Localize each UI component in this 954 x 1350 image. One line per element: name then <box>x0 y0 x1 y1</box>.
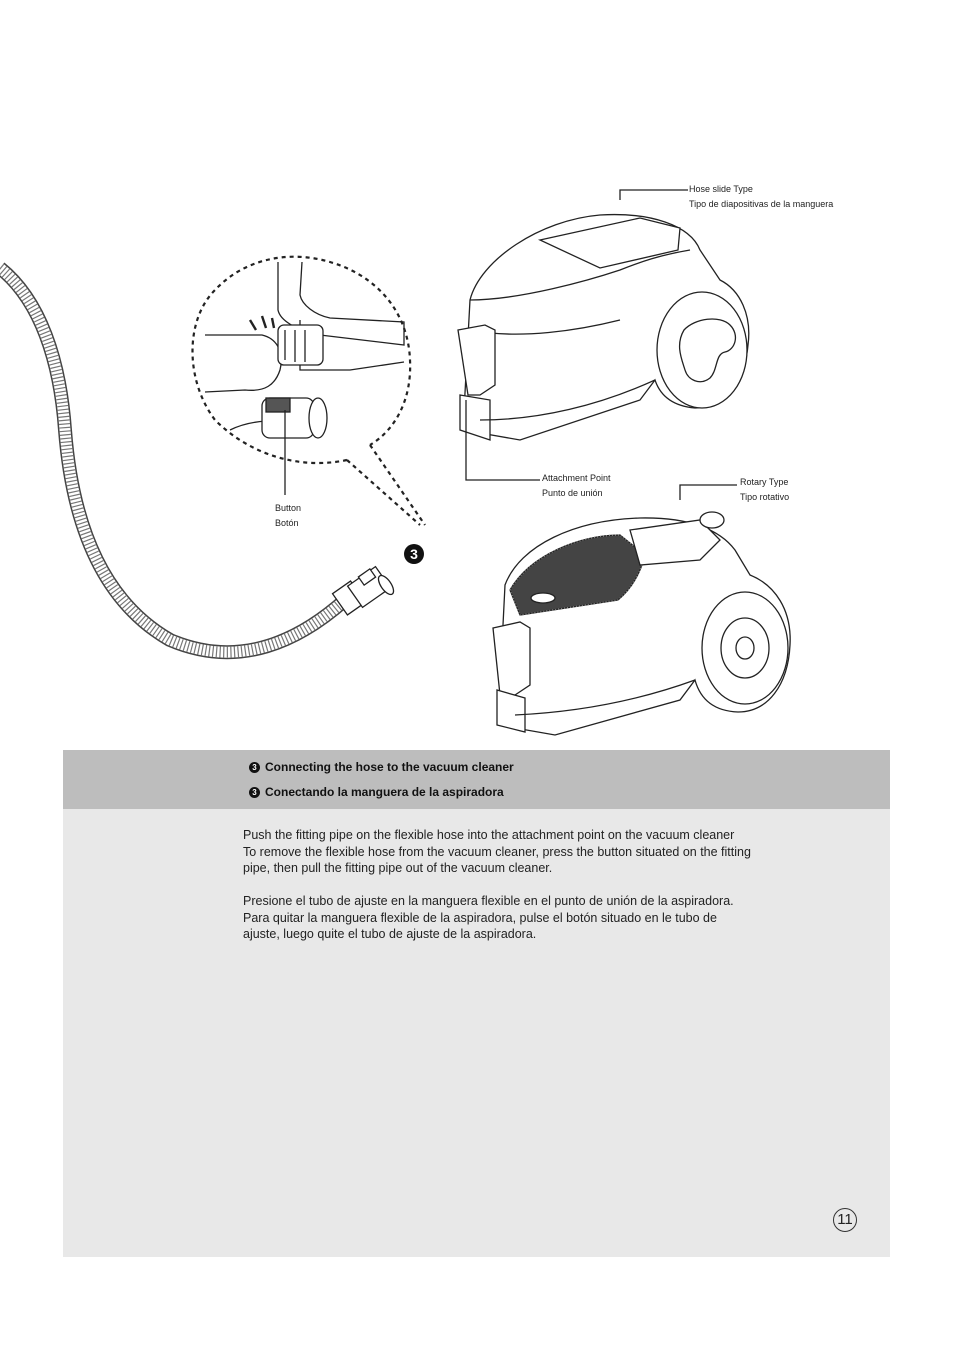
instructions-es-line: Para quitar la manguera flexible de la a… <box>243 910 717 925</box>
section-title-en: 3 Connecting the hose to the vacuum clea… <box>249 760 514 774</box>
instructions-en-line: To remove the flexible hose from the vac… <box>243 844 751 859</box>
callout-button-es: Botón <box>275 518 299 528</box>
callout-button-en: Button <box>275 503 302 513</box>
instructions-en-line: pipe, then pull the fitting pipe out of … <box>243 861 553 875</box>
vacuum-hose-illustration <box>0 189 791 736</box>
callout-button: Button Botón <box>275 501 301 531</box>
detail-magnifier <box>191 255 426 526</box>
step-marker-icon: 3 <box>404 544 424 564</box>
vacuum-rotary <box>492 484 791 736</box>
callout-hose-slide: Hose slide Type Tipo de diapositivas de … <box>689 182 833 212</box>
callout-hose-slide-es: Tipo de diapositivas de la manguera <box>689 199 834 209</box>
callout-hose-slide-en: Hose slide Type <box>689 184 753 194</box>
callout-attachment: Attachment Point Punto de unión <box>542 471 611 501</box>
instructions-es: Presione el tubo de ajuste en la manguer… <box>243 893 783 943</box>
vacuum-hose-slide <box>457 189 750 441</box>
instructions-en: Push the fitting pipe on the flexible ho… <box>243 827 783 877</box>
callout-attachment-es: Punto de unión <box>542 488 603 498</box>
callout-rotary-es: Tipo rotativo <box>740 492 790 502</box>
section-title-en-text: Connecting the hose to the vacuum cleane… <box>265 760 514 774</box>
callout-rotary: Rotary Type Tipo rotativo <box>740 475 789 505</box>
step-bullet-icon: 3 <box>249 786 260 798</box>
instructions-es-line: ajuste, luego quite el tubo de ajuste de… <box>243 927 537 941</box>
section-title-es-text: Conectando la manguera de la aspiradora <box>265 785 504 799</box>
step-bullet-icon: 3 <box>249 761 260 773</box>
section-title-es: 3 Conectando la manguera de la aspirador… <box>249 785 504 799</box>
section-header-band <box>63 750 890 809</box>
flexible-hose <box>0 262 395 660</box>
callout-attachment-en: Attachment Point <box>542 473 611 483</box>
instructions-en-line: Push the fitting pipe on the flexible ho… <box>243 828 735 842</box>
instructions-es-line: Presione el tubo de ajuste en la manguer… <box>243 894 734 908</box>
page-number: 11 <box>833 1208 857 1232</box>
content-band <box>63 809 890 1257</box>
callout-rotary-en: Rotary Type <box>740 477 789 487</box>
